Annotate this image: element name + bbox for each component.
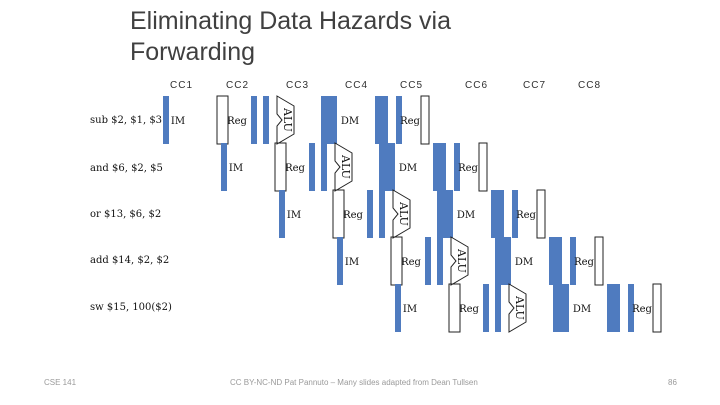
im-latch bbox=[279, 190, 285, 238]
dm-stage-label: DM bbox=[399, 163, 417, 174]
reg-write-label: Reg bbox=[516, 210, 536, 221]
clock-cycle-7: CC7 bbox=[523, 80, 547, 91]
reg-write-fill bbox=[454, 143, 460, 191]
alu-latch bbox=[379, 143, 385, 191]
dm-stage-label: DM bbox=[341, 116, 359, 127]
pipeline-row-sub: IM Reg ALU DM Reg bbox=[163, 95, 430, 145]
alu-icon bbox=[334, 142, 353, 192]
pipeline-row-or: IM Reg ALU DM Reg bbox=[279, 189, 546, 239]
instruction-sub: sub $2, $1, $3 bbox=[90, 115, 163, 126]
alu-icon bbox=[508, 283, 527, 333]
alu-label: ALU bbox=[397, 201, 410, 226]
clock-cycle-4: CC4 bbox=[345, 80, 369, 91]
reg-read-latch bbox=[437, 237, 443, 285]
footer-course: CSE 141 bbox=[44, 378, 77, 387]
alu-latch bbox=[321, 96, 327, 144]
im-latch bbox=[337, 237, 343, 285]
reg-write-box bbox=[478, 142, 488, 192]
reg-read-latch bbox=[321, 143, 327, 191]
dm-latch bbox=[607, 284, 620, 332]
im-stage-label: IM bbox=[403, 304, 417, 315]
alu-icon bbox=[276, 95, 295, 145]
dm-latch bbox=[491, 190, 504, 238]
reg-write-box bbox=[420, 95, 430, 145]
slide-title-line-2: Forwarding bbox=[130, 38, 256, 66]
alu-icon bbox=[392, 189, 411, 239]
instruction-sw: sw $15, 100($2) bbox=[90, 302, 172, 313]
im-latch bbox=[163, 96, 169, 144]
dm-stage-label: DM bbox=[573, 304, 591, 315]
pipeline-row-sw: IM Reg ALU DM Reg bbox=[395, 283, 662, 333]
dm-fill bbox=[557, 284, 569, 332]
alu-latch bbox=[495, 237, 501, 285]
reg-write-fill bbox=[512, 190, 518, 238]
pipeline-row-and: IM Reg ALU DM Reg bbox=[221, 142, 488, 192]
reg-read-label: Reg bbox=[343, 210, 363, 221]
dm-stage-label: DM bbox=[457, 210, 475, 221]
clock-cycle-5: CC5 bbox=[400, 80, 424, 91]
reg-read-label: Reg bbox=[285, 163, 305, 174]
clock-cycle-1: CC1 bbox=[170, 80, 194, 91]
dm-latch bbox=[433, 143, 446, 191]
reg-write-label: Reg bbox=[574, 257, 594, 268]
im-stage-label: IM bbox=[287, 210, 301, 221]
reg-read-latch bbox=[495, 284, 501, 332]
reg-read-latch bbox=[263, 96, 269, 144]
im-latch bbox=[221, 143, 227, 191]
dm-fill bbox=[383, 143, 395, 191]
reg-write-label: Reg bbox=[458, 163, 478, 174]
clock-cycle-6: CC6 bbox=[465, 80, 489, 91]
alu-latch bbox=[553, 284, 559, 332]
instruction-and: and $6, $2, $5 bbox=[90, 163, 163, 174]
alu-label: ALU bbox=[455, 248, 468, 273]
reg-write-box bbox=[536, 189, 546, 239]
reg-write-label: Reg bbox=[632, 304, 652, 315]
dm-latch bbox=[549, 237, 562, 285]
alu-latch bbox=[437, 190, 443, 238]
dm-fill bbox=[499, 237, 511, 285]
footer-page-number: 86 bbox=[668, 378, 677, 387]
slide-title: Eliminating Data Hazards via Forwarding bbox=[130, 6, 451, 68]
slide-title-line-1: Eliminating Data Hazards via bbox=[130, 7, 451, 35]
reg-read-fill bbox=[251, 96, 257, 144]
im-stage-label: IM bbox=[171, 116, 185, 127]
alu-label: ALU bbox=[281, 107, 294, 132]
reg-read-latch bbox=[379, 190, 385, 238]
reg-write-box bbox=[652, 283, 662, 333]
footer-credit: CC BY-NC-ND Pat Pannuto – Many slides ad… bbox=[230, 378, 478, 387]
clock-cycle-3: CC3 bbox=[286, 80, 310, 91]
reg-read-box bbox=[448, 283, 461, 333]
im-stage-label: IM bbox=[229, 163, 243, 174]
dm-fill bbox=[325, 96, 337, 144]
clock-cycle-2: CC2 bbox=[226, 80, 250, 91]
reg-read-label: Reg bbox=[459, 304, 479, 315]
reg-read-fill bbox=[309, 143, 315, 191]
reg-read-fill bbox=[483, 284, 489, 332]
alu-icon bbox=[450, 236, 469, 286]
instruction-add: add $14, $2, $2 bbox=[90, 255, 170, 266]
im-stage-label: IM bbox=[345, 257, 359, 268]
dm-fill bbox=[441, 190, 453, 238]
clock-cycle-8: CC8 bbox=[578, 80, 602, 91]
instruction-or: or $13, $6, $2 bbox=[90, 209, 162, 220]
pipeline-row-add: IM Reg ALU DM Reg bbox=[337, 236, 604, 286]
reg-read-fill bbox=[367, 190, 373, 238]
reg-read-label: Reg bbox=[401, 257, 421, 268]
dm-stage-label: DM bbox=[515, 257, 533, 268]
reg-write-fill bbox=[396, 96, 402, 144]
reg-read-fill bbox=[425, 237, 431, 285]
alu-label: ALU bbox=[513, 295, 526, 320]
alu-label: ALU bbox=[339, 154, 352, 179]
reg-write-label: Reg bbox=[400, 116, 420, 127]
reg-write-fill bbox=[570, 237, 576, 285]
reg-write-fill bbox=[628, 284, 634, 332]
im-latch bbox=[395, 284, 401, 332]
reg-write-box bbox=[594, 236, 604, 286]
dm-latch bbox=[375, 96, 388, 144]
reg-read-label: Reg bbox=[227, 116, 247, 127]
